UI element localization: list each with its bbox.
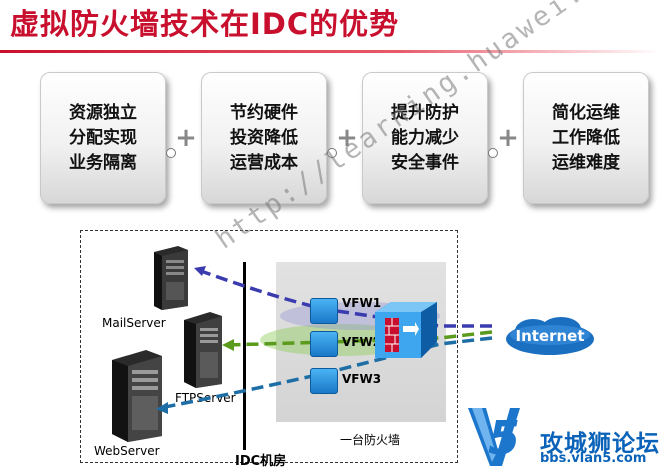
advantage-card-3: 提升防护 能力减少 安全事件 [362, 72, 488, 204]
vfw2-path-arrowhead [222, 339, 234, 351]
vfw2-path-line [225, 330, 493, 347]
vfw3-icon [310, 368, 338, 394]
ftp-server-icon [184, 312, 222, 388]
connector-dot-1 [166, 148, 176, 158]
vfw1-label: VFW1 [342, 296, 382, 310]
logo-subtitle: bbs.vlan5.com [540, 451, 647, 466]
firewall-label: 一台防火墙 [340, 433, 401, 447]
forum-logo: 5 攻城狮论坛 bbs.vlan5.com [468, 400, 662, 471]
idc-diagram-frame [80, 230, 458, 463]
logo-mark-digit: 5 [488, 411, 521, 465]
advantage-card-1: 资源独立 分配实现 业务隔离 [40, 72, 166, 204]
plus-icon-2: + [336, 123, 358, 153]
title-underline [0, 50, 662, 53]
vfw3-label: VFW3 [342, 372, 382, 386]
plus-icon-1: + [175, 123, 197, 153]
advantage-card-2: 节约硬件 投资降低 运营成本 [201, 72, 327, 204]
vfw2-label: VFW2 [342, 335, 382, 349]
advantage-card-2-text: 节约硬件 投资降低 运营成本 [230, 102, 298, 173]
idc-backbone-line [243, 262, 246, 450]
internet-cloud: Internet [503, 315, 597, 357]
vfw3-path-arrowhead [156, 402, 168, 414]
advantage-card-1-text: 资源独立 分配实现 业务隔离 [69, 102, 137, 173]
connector-dot-2 [327, 148, 337, 158]
advantage-card-3-text: 提升防护 能力减少 安全事件 [391, 102, 459, 173]
advantage-card-4: 简化运维 工作降低 运维难度 [523, 72, 649, 204]
logo-title: 攻城狮论坛 [540, 431, 660, 457]
idc-label: IDC机房 [235, 454, 287, 469]
advantage-card-4-text: 简化运维 工作降低 运维难度 [552, 102, 620, 173]
mail-server-label: MailServer [102, 316, 166, 330]
connector-dot-3 [488, 148, 498, 158]
web-server-icon [112, 350, 162, 442]
v5-logo-icon [468, 408, 520, 466]
mail-server-icon [154, 246, 188, 310]
vfw2-icon [310, 331, 338, 357]
slide-title: 虚拟防火墙技术在IDC的优势 [10, 7, 400, 41]
firewall-icon [375, 302, 437, 358]
logo-mark: 5 [468, 406, 538, 468]
web-server-label: WebServer [94, 444, 160, 458]
cloud-icon [506, 317, 594, 355]
plus-icon-3: + [497, 123, 519, 153]
vfw1-path-arrowhead [194, 266, 206, 276]
internet-label: Internet [515, 327, 585, 345]
vfw1-icon [310, 298, 338, 324]
